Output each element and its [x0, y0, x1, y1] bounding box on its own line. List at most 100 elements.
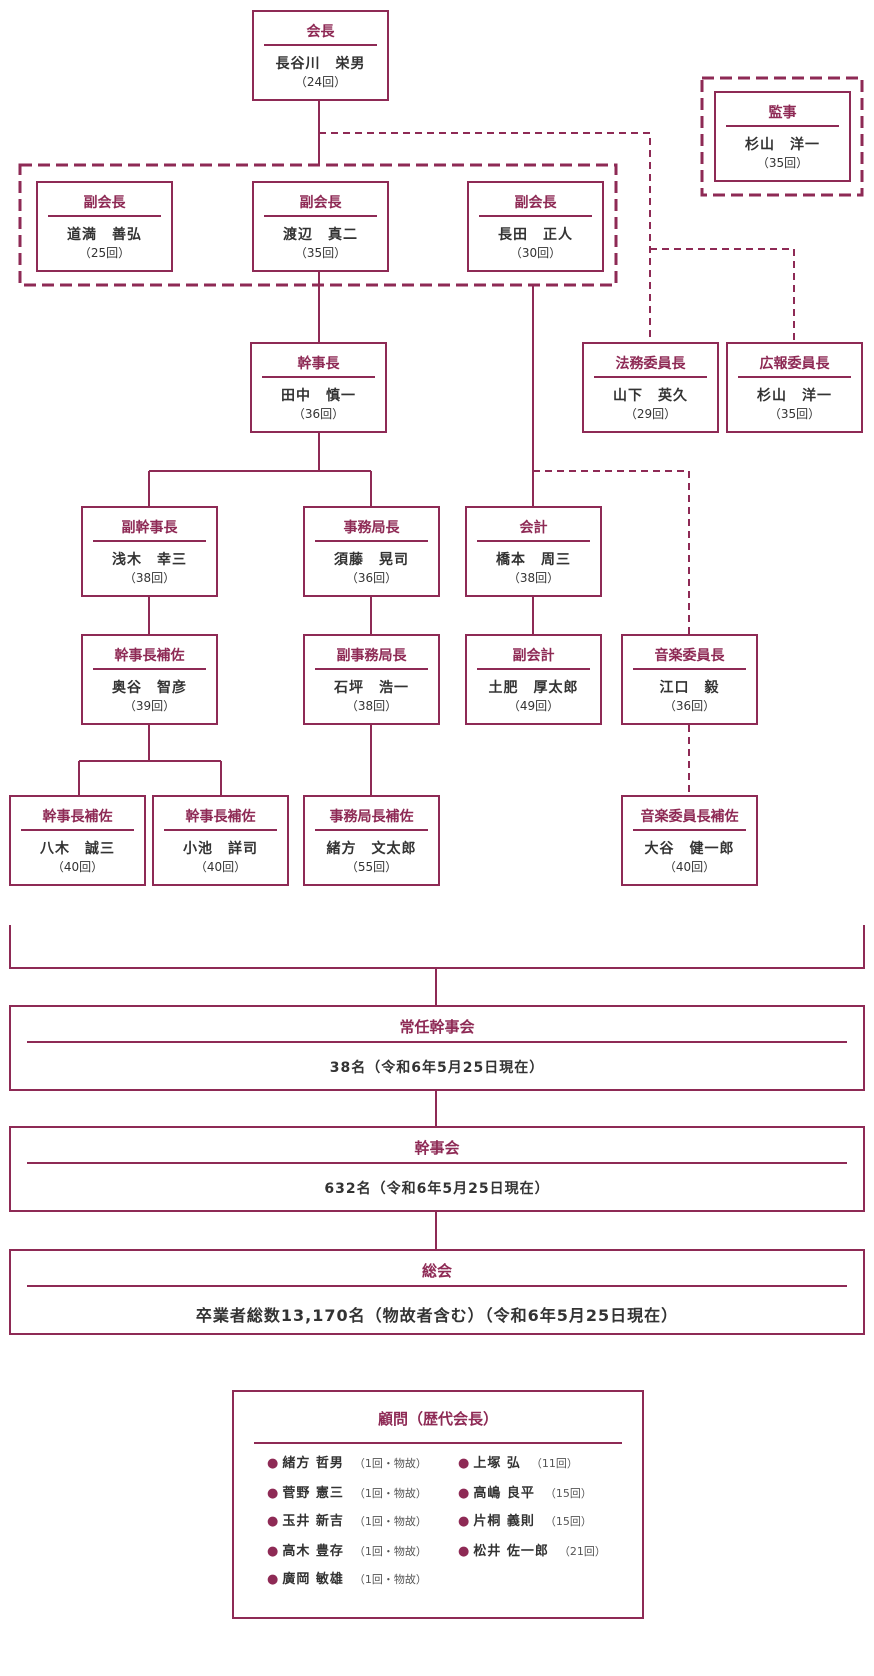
- box-name: 大谷 健一郎: [644, 841, 735, 857]
- advisors-title: 顧問（歴代会長）: [377, 1410, 498, 1428]
- council-title: 総会: [421, 1262, 452, 1280]
- box-name: 小池 詳司: [183, 841, 258, 857]
- standing-council-box: 常任幹事会 38名（令和6年5月25日現在）: [9, 1005, 865, 1091]
- box-grad: （29回）: [624, 407, 677, 421]
- box-title: 音楽委員長: [654, 648, 725, 664]
- box-grad: （49回）: [507, 699, 560, 713]
- advisor-item: ●高嶋 良平（15回）: [458, 1482, 592, 1501]
- advisor-item: ●廣岡 敏雄（1回・物故）: [267, 1568, 427, 1587]
- box-title: 音楽委員長補佐: [640, 809, 739, 825]
- box-title: 事務局長補佐: [329, 809, 414, 825]
- box-divider: [164, 829, 277, 831]
- bullet-icon: ●: [267, 1572, 279, 1587]
- advisors-box: 顧問（歴代会長） ●緒方 哲男（1回・物故） ●菅野 憲三（1回・物故） ●玉井…: [232, 1390, 644, 1619]
- box-grad: （40回）: [51, 860, 104, 874]
- advisor-note: （1回・物故）: [353, 1515, 427, 1528]
- council-desc: 632名（令和6年5月25日現在）: [324, 1181, 550, 1197]
- council-desc: 卒業者総数13,170名（物故者含む）（令和6年5月25日現在）: [195, 1306, 679, 1325]
- box-divider: [633, 668, 746, 670]
- box-title: 副幹事長: [121, 520, 178, 536]
- box-title: 副会長: [299, 195, 342, 211]
- box-title: 法務委員長: [615, 356, 686, 372]
- box-divider: [93, 668, 206, 670]
- advisor-note: （1回・物故）: [353, 1487, 427, 1500]
- box-vp-1: 副会長 道満 善弘 （25回）: [36, 181, 173, 272]
- box-divider: [315, 829, 428, 831]
- box-grad: （55回）: [345, 860, 398, 874]
- box-secretary-assistant-2: 幹事長補佐 八木 誠三 （40回）: [9, 795, 146, 886]
- box-divider: [315, 540, 428, 542]
- bullet-icon: ●: [458, 1544, 470, 1559]
- box-grad: （35回）: [294, 246, 347, 260]
- advisor-item: ●片桐 義則（15回）: [458, 1510, 592, 1529]
- box-divider: [477, 668, 590, 670]
- box-music-chair: 音楽委員長 江口 毅 （36回）: [621, 634, 758, 725]
- dashed-auditor-link: [319, 132, 651, 343]
- box-vp-3: 副会長 長田 正人 （30回）: [467, 181, 604, 272]
- box-title: 幹事長: [297, 356, 340, 372]
- box-name: 田中 慎一: [281, 388, 356, 404]
- box-office-director: 事務局長 須藤 晃司 （36回）: [303, 506, 440, 597]
- council-title: 常任幹事会: [399, 1018, 475, 1036]
- box-divider: [48, 215, 161, 217]
- general-assembly-box: 総会 卒業者総数13,170名（物故者含む）（令和6年5月25日現在）: [9, 1249, 865, 1335]
- bullet-icon: ●: [267, 1456, 279, 1471]
- box-grad: （38回）: [507, 571, 560, 585]
- box-grad: （35回）: [768, 407, 821, 421]
- advisor-note: （15回）: [544, 1515, 592, 1528]
- box-name: 渡辺 真二: [283, 227, 358, 243]
- box-title: 会計: [519, 520, 548, 536]
- auditor-dashed-frame: [700, 76, 864, 197]
- box-grad: （25回）: [78, 246, 131, 260]
- box-secretary-assistant-3: 幹事長補佐 小池 詳司 （40回）: [152, 795, 289, 886]
- box-divider: [315, 668, 428, 670]
- box-grad: （40回）: [663, 860, 716, 874]
- box-divider: [477, 540, 590, 542]
- council-divider: [27, 1041, 847, 1043]
- box-auditor: 監事 杉山 洋一 （35回）: [714, 91, 851, 182]
- box-title: 副会長: [514, 195, 557, 211]
- council-divider: [27, 1162, 847, 1164]
- box-name: 江口 毅: [659, 680, 720, 696]
- box-divider: [93, 540, 206, 542]
- box-divider: [264, 44, 377, 46]
- box-president: 会長 長谷川 栄男 （24回）: [252, 10, 389, 101]
- box-name: 奥谷 智彦: [112, 680, 187, 696]
- box-divider: [594, 376, 707, 378]
- box-divider: [479, 215, 592, 217]
- box-grad: （35回）: [756, 156, 809, 170]
- box-vp-2: 副会長 渡辺 真二 （35回）: [252, 181, 389, 272]
- advisor-item: ●高木 豊存（1回・物故）: [267, 1540, 427, 1559]
- box-name: 長田 正人: [498, 227, 573, 243]
- bullet-icon: ●: [458, 1486, 470, 1501]
- connector-secretary-branch: [148, 432, 372, 506]
- advisor-name: 玉井 新吉: [282, 1514, 344, 1529]
- box-legal-chair: 法務委員長 山下 英久 （29回）: [582, 342, 719, 433]
- box-grad: （36回）: [292, 407, 345, 421]
- advisor-note: （15回）: [544, 1487, 592, 1500]
- box-grad: （24回）: [294, 75, 347, 89]
- box-grad: （30回）: [509, 246, 562, 260]
- box-name: 橋本 周三: [496, 552, 571, 568]
- box-name: 須藤 晃司: [334, 552, 409, 568]
- advisor-item: ●玉井 新吉（1回・物故）: [267, 1510, 427, 1529]
- box-title: 副会計: [512, 648, 555, 664]
- box-grad: （40回）: [194, 860, 247, 874]
- box-name: 石坪 浩一: [334, 680, 409, 696]
- box-title: 副会長: [83, 195, 126, 211]
- box-title: 事務局長: [343, 520, 400, 536]
- vp-group-dashed-frame: [18, 163, 618, 287]
- bullet-icon: ●: [267, 1486, 279, 1501]
- box-divider: [262, 376, 375, 378]
- advisor-item: ●松井 佐一郎（21回）: [458, 1540, 606, 1559]
- dashed-legal-pr-link: [650, 248, 795, 343]
- box-office-assistant: 事務局長補佐 緒方 文太郎 （55回）: [303, 795, 440, 886]
- box-name: 杉山 洋一: [745, 137, 820, 153]
- connector-bracket: [9, 925, 865, 969]
- box-title: 監事: [768, 105, 797, 121]
- advisor-name: 上塚 弘: [473, 1456, 521, 1471]
- executive-council-box: 幹事会 632名（令和6年5月25日現在）: [9, 1126, 865, 1212]
- advisor-item: ●緒方 哲男（1回・物故）: [267, 1452, 427, 1471]
- advisor-item: ●菅野 憲三（1回・物故）: [267, 1482, 427, 1501]
